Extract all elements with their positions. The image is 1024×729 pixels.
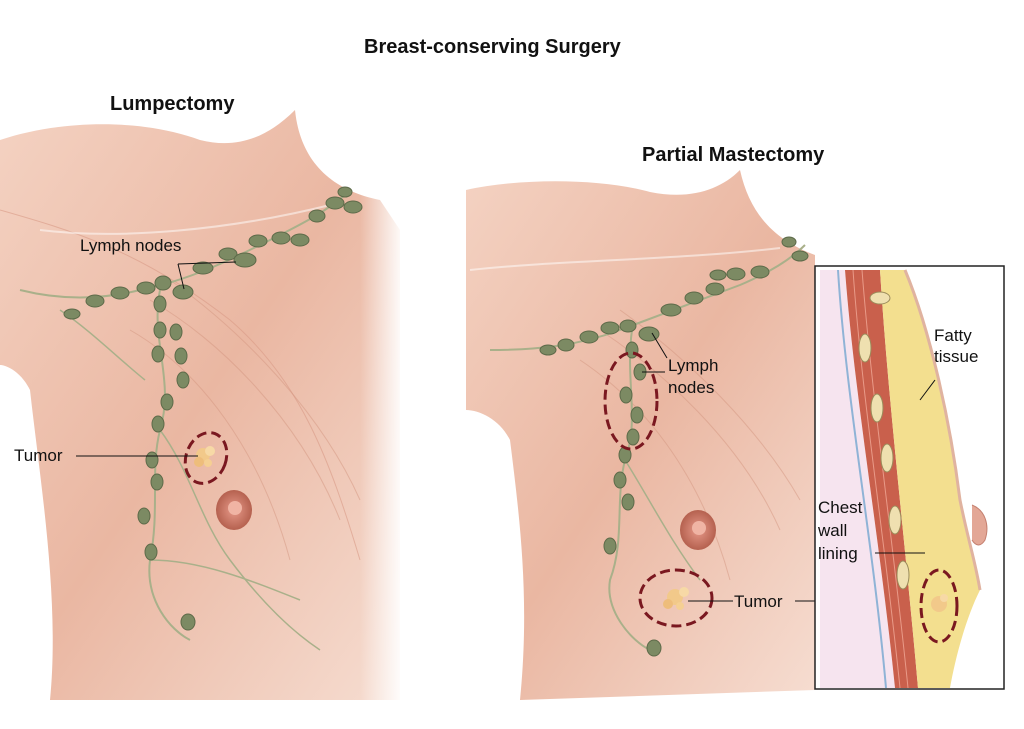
chest-label-1: Chest <box>818 498 863 517</box>
page-title: Breast-conserving Surgery <box>364 36 621 58</box>
right-lymph-outline <box>603 351 659 451</box>
right-tumor <box>638 568 714 628</box>
left-tumor-label: Tumor <box>14 446 63 465</box>
right-torso <box>466 170 815 700</box>
right-lymph-label-2: nodes <box>668 378 715 397</box>
left-lymph-nodes-label: Lymph nodes <box>80 236 182 255</box>
right-tumor-label: Tumor <box>734 592 783 611</box>
chest-label-2: wall <box>818 521 848 540</box>
lumpectomy-heading: Lumpectomy <box>110 93 235 115</box>
chest-label-3: lining <box>818 544 858 563</box>
partial-mastectomy-heading: Partial Mastectomy <box>642 144 825 166</box>
right-lymph-leader <box>651 332 668 359</box>
left-lymph-leader <box>177 261 237 265</box>
left-torso <box>0 110 404 720</box>
left-lymph-leader-2 <box>177 263 185 290</box>
right-lymph-node-cluster <box>539 236 809 657</box>
fatty-label-2: tissue <box>934 347 979 366</box>
left-tumor <box>183 431 229 485</box>
right-lymph-label-1: Lymph <box>668 356 719 375</box>
left-lymph-node-cluster <box>63 186 363 631</box>
cross-section-inset <box>814 265 1005 690</box>
fatty-label-1: Fatty <box>934 326 972 345</box>
